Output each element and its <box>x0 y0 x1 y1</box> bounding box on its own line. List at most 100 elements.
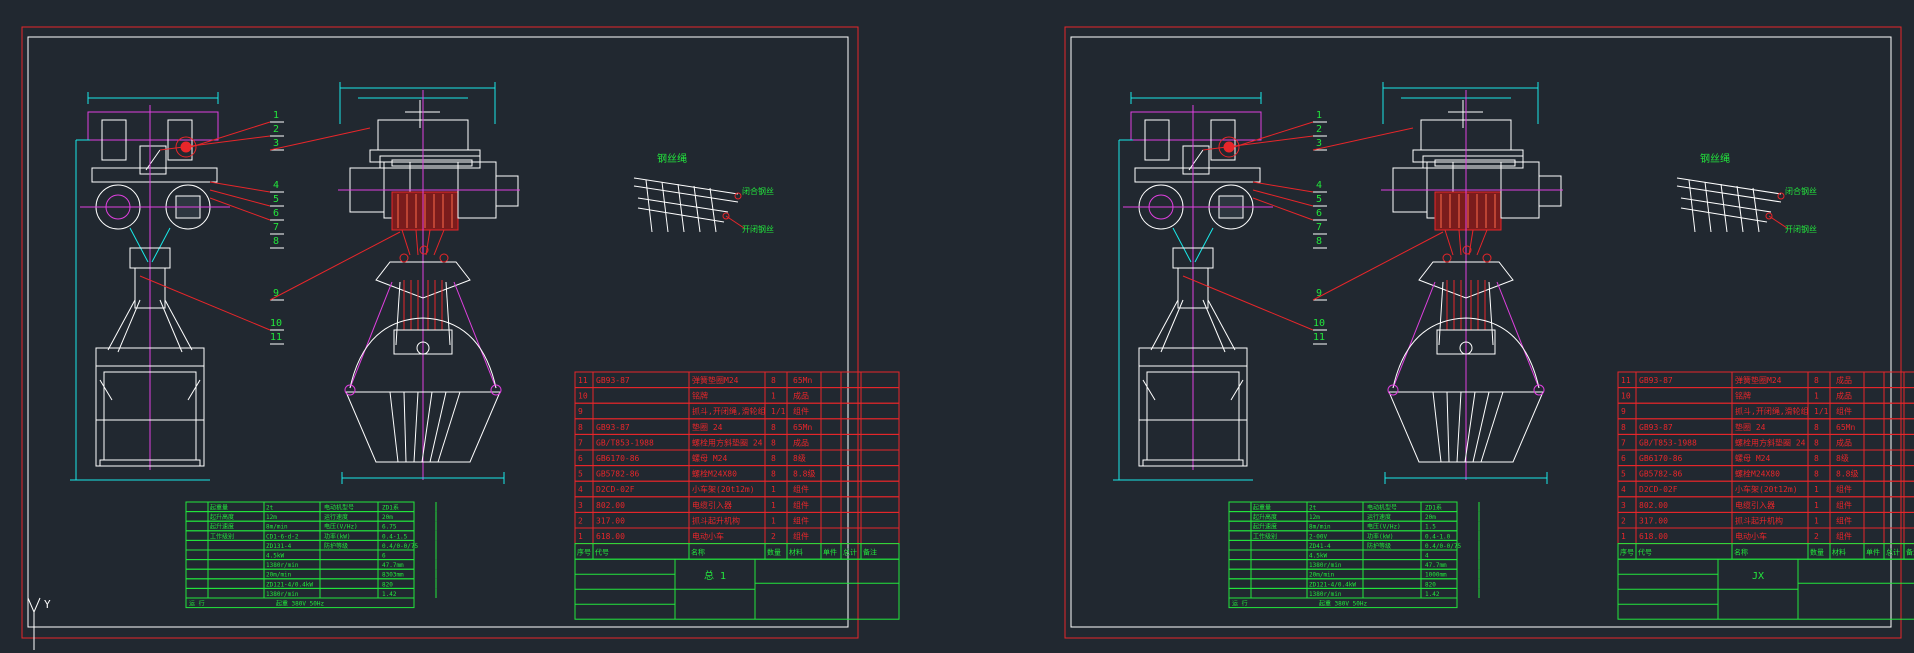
spec-footer: 起重 380V 50Hz <box>276 600 325 608</box>
trolley-beam <box>91 167 218 183</box>
callout-7: 7 <box>1316 222 1322 233</box>
bom-no: 1 <box>1621 532 1626 541</box>
bom-code: D2CD-02F <box>1639 485 1678 494</box>
bom-no: 10 <box>1621 392 1631 401</box>
spec-cell: 2t <box>1309 505 1317 512</box>
fv-bucket-rib <box>1432 391 1442 463</box>
bom-mat: 8.8级 <box>1836 469 1858 479</box>
arm-l2 <box>117 299 141 353</box>
fv-rod-l <box>1392 281 1436 389</box>
callout-10: 10 <box>270 318 282 329</box>
fv-cable <box>1476 229 1488 256</box>
bom-mat: 组件 <box>793 515 809 525</box>
fv-cable <box>1468 229 1474 256</box>
outer-frame <box>21 26 859 639</box>
fv-link-l <box>1438 281 1444 346</box>
bom-mat: 组件 <box>793 484 809 494</box>
bom-mat: 组件 <box>793 406 809 416</box>
leader-3 <box>1312 127 1414 151</box>
spec-left-note: 运 行 <box>1232 600 1248 608</box>
leader-6 <box>209 197 271 221</box>
bom-qty: 2 <box>1814 532 1819 541</box>
fv-cable <box>415 229 419 256</box>
bom-no: 8 <box>1621 423 1626 432</box>
bom-row <box>1617 387 1914 404</box>
bom-qty: 8 <box>1814 376 1819 385</box>
fv-bracket <box>1434 159 1516 167</box>
bom-header-cell: 材料 <box>789 548 803 557</box>
bom-code: GB93-87 <box>596 423 630 432</box>
bom-no: 4 <box>578 485 583 494</box>
callout-3: 3 <box>1316 138 1322 149</box>
rope-hanger <box>693 185 701 233</box>
rope-end-1 <box>734 192 742 200</box>
fv-cable <box>1444 229 1454 256</box>
spec-row <box>1228 587 1458 599</box>
spec-row <box>1228 539 1458 551</box>
bom-mat: 8级 <box>793 453 806 463</box>
spec-cell: 4.5kW <box>266 553 284 560</box>
rope-end-2 <box>1765 212 1773 220</box>
spec-cell: 工作级别 <box>210 532 234 540</box>
rope-hanger <box>709 187 717 233</box>
rope-1 <box>633 177 739 195</box>
spec-cell: CD1-6-d-2 <box>266 533 299 540</box>
bom-header-cell: 单件 <box>1866 548 1880 557</box>
rope-hanger <box>1688 179 1696 233</box>
bom-name: 抓斗起升机构 <box>1735 515 1783 525</box>
spec-cell: 1380r/min <box>266 562 299 569</box>
fv-bucket-rib <box>1472 391 1490 463</box>
callout-11: 11 <box>1313 332 1325 343</box>
spec-cell: 1380r/min <box>266 591 299 598</box>
fv-lower-pin <box>1459 341 1473 355</box>
spec-cell: ZD1系 <box>382 504 399 512</box>
fv-bucket-rib <box>389 391 399 463</box>
spec-cell: 工作级别 <box>1253 532 1277 540</box>
bucket-rib-l <box>99 379 113 401</box>
leader-1 <box>1230 121 1314 149</box>
detail-title: 钢丝绳 <box>657 152 687 165</box>
bom-name: 螺栓M24X80 <box>692 469 737 479</box>
bom-name: 弹簧垫圈M24 <box>692 375 739 385</box>
bom-code: 802.00 <box>596 501 625 510</box>
spec-cell: 0.4/0-0/75 <box>1425 543 1462 550</box>
bom-mat: 成品 <box>1836 375 1852 385</box>
bom-no: 10 <box>578 392 588 401</box>
bom-header-cell: 数量 <box>1810 548 1824 557</box>
bom-header-cell: 名称 <box>1734 548 1748 557</box>
rope-4 <box>637 207 725 223</box>
spec-cell: ZD121-4/0.4kW <box>266 581 313 588</box>
bom-name: 小车架(20t12m) <box>692 484 755 494</box>
motor-right-end <box>495 175 519 207</box>
bom-mat: 组件 <box>793 500 809 510</box>
head-post <box>134 267 166 309</box>
bom-header-cell: 序号 <box>1620 548 1634 557</box>
rope-hanger <box>1720 183 1728 233</box>
bom-no: 3 <box>578 501 583 510</box>
spec-row <box>1228 568 1458 580</box>
spec-cell: 0.4-1.0 <box>1425 533 1451 540</box>
spec-left-note: 运 行 <box>189 600 205 608</box>
bom-mat: 成品 <box>793 391 809 401</box>
fv-rod-r <box>453 281 497 389</box>
bom-code: GB93-87 <box>1639 423 1673 432</box>
bom-header-cell: 序号 <box>577 548 591 557</box>
spec-row <box>185 539 415 551</box>
bom-name: 电动小车 <box>1735 531 1767 541</box>
bom-qty: 8 <box>1814 438 1819 447</box>
bom-code: GB6170-86 <box>596 454 640 463</box>
rope-2 <box>1676 185 1782 203</box>
bom-code: D2CD-02F <box>596 485 635 494</box>
rope-2 <box>633 185 739 203</box>
bom-no: 9 <box>1621 407 1626 416</box>
fv-rod-r <box>1496 281 1540 389</box>
fv-bracket <box>391 159 473 167</box>
bom-qty: 1 <box>771 516 776 525</box>
wheel-block-right <box>167 119 193 161</box>
leader-10 <box>1182 275 1314 331</box>
bom-qty: 1 <box>771 485 776 494</box>
bom-mat: 成品 <box>1836 437 1852 447</box>
